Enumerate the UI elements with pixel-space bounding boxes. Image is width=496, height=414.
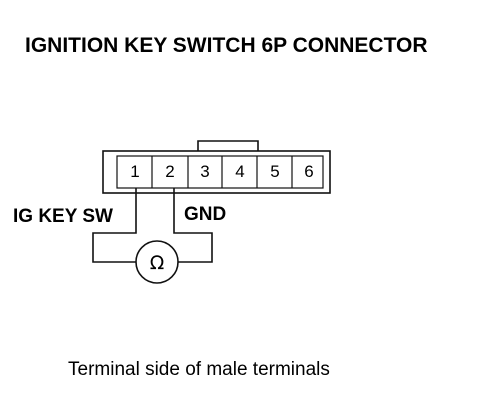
pin-6-label: 6 [304, 162, 313, 181]
ohm-symbol: Ω [150, 252, 165, 274]
diagram-caption: Terminal side of male terminals [68, 359, 330, 380]
lead-pin-1 [92, 188, 137, 263]
gnd-label: GND [184, 204, 226, 225]
pin-3-label: 3 [200, 162, 209, 181]
ohmmeter-icon: Ω [135, 240, 179, 284]
pin-5-label: 5 [270, 162, 279, 181]
connector-lock-tab [197, 140, 259, 151]
lead-pin-2 [173, 188, 213, 263]
connector-body [102, 140, 331, 194]
connector-inner [116, 155, 324, 189]
ig-key-sw-label: IG KEY SW [13, 206, 113, 227]
test-leads [92, 188, 213, 263]
diagram-title: IGNITION KEY SWITCH 6P CONNECTOR [25, 34, 428, 57]
pin-4-label: 4 [235, 162, 244, 181]
pin-1-label: 1 [130, 162, 139, 181]
connector-housing [102, 150, 331, 194]
pin-2-label: 2 [165, 162, 174, 181]
